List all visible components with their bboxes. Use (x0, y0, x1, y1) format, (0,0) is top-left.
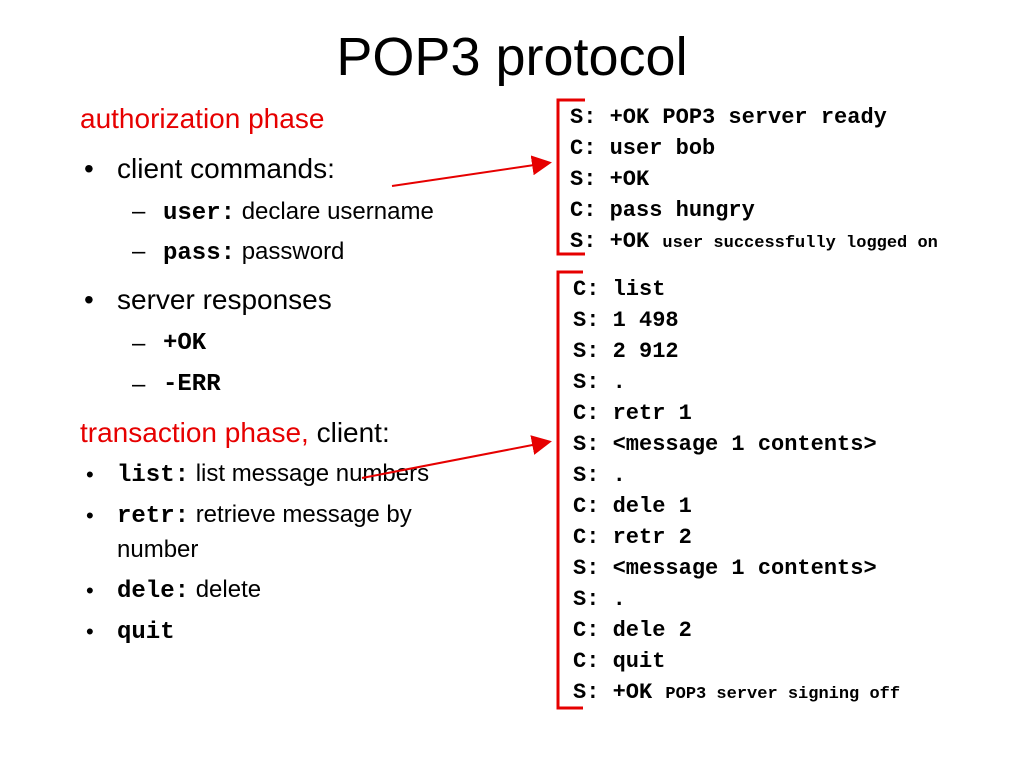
transcript-line: C: pass hungry (570, 198, 755, 223)
transcript-line: C: list (573, 277, 666, 302)
transcript-line: S: . (573, 587, 626, 612)
command-name: user: (163, 200, 236, 227)
transcript-line: C: dele 1 (573, 494, 692, 519)
list-item: dele: delete (117, 576, 261, 605)
transaction-bracket (556, 270, 583, 710)
transcript-line: C: user bob (570, 136, 716, 161)
command-name: retr: (117, 503, 190, 530)
list-item: retr: retrieve message by (117, 501, 412, 530)
command-description: declare username (241, 198, 434, 225)
command-description: password (241, 238, 345, 265)
client-commands-label: client commands: (117, 153, 335, 184)
transcript-line: S: +OK user successfully logged on (570, 229, 938, 254)
authorization-heading: authorization phase (80, 103, 325, 134)
dash-icon: – (132, 198, 146, 225)
transcript-line: S: +OK (570, 167, 650, 192)
transcript-line: S: +OK POP3 server ready (570, 105, 887, 130)
bullet-icon: • (86, 503, 94, 528)
transcript-line: S: +OK POP3 server signing off (573, 680, 901, 705)
bullet-icon: • (84, 284, 94, 315)
transcript-line: S: <message 1 contents> (573, 432, 877, 457)
transcript-line: C: retr 1 (573, 401, 692, 426)
transcript-line: C: quit (573, 649, 666, 674)
transcript-line: S: . (573, 463, 626, 488)
command-description-continued: number (117, 536, 199, 563)
list-item: pass: password (163, 238, 344, 267)
command-name: pass: (163, 240, 236, 267)
transaction-heading-label: transaction phase, (80, 417, 309, 448)
transcript-note: POP3 server signing off (665, 685, 901, 704)
transaction-heading-suffix: client: (316, 417, 390, 448)
dash-icon: – (132, 330, 146, 357)
transaction-session-transcript: C: list S: 1 498 S: 2 912 S: . C: retr 1… (573, 274, 900, 710)
list-item: quit (117, 617, 175, 646)
transcript-line: S: 2 912 (573, 339, 679, 364)
auth-bracket (556, 98, 585, 256)
server-responses-label: server responses (117, 284, 332, 315)
transaction-heading: transaction phase, client: (80, 417, 390, 449)
command-name: dele: (117, 578, 190, 605)
bullet-icon: • (86, 462, 94, 487)
response-code: +OK (163, 330, 207, 357)
transcript-line: C: dele 2 (573, 618, 692, 643)
auth-session-transcript: S: +OK POP3 server ready C: user bob S: … (570, 102, 938, 259)
transcript-line: S: <message 1 contents> (573, 556, 877, 581)
auth-arrow (391, 155, 552, 187)
command-name: quit (117, 619, 175, 646)
transcript-note: user successfully logged on (662, 234, 938, 253)
dash-icon: – (132, 371, 146, 398)
transaction-arrow (361, 435, 552, 479)
command-name: list: (117, 462, 190, 489)
bullet-icon: • (86, 578, 94, 603)
page-title: POP3 protocol (336, 27, 688, 87)
command-description: delete (195, 576, 262, 603)
transcript-line: S: 1 498 (573, 308, 679, 333)
command-description: retrieve message by (195, 501, 412, 528)
bullet-icon: • (86, 619, 94, 644)
list-item: user: declare username (163, 198, 434, 227)
dash-icon: – (132, 238, 146, 265)
response-code: -ERR (163, 371, 221, 398)
bullet-icon: • (84, 153, 94, 184)
transcript-line: S: . (573, 370, 626, 395)
transcript-line: C: retr 2 (573, 525, 692, 550)
